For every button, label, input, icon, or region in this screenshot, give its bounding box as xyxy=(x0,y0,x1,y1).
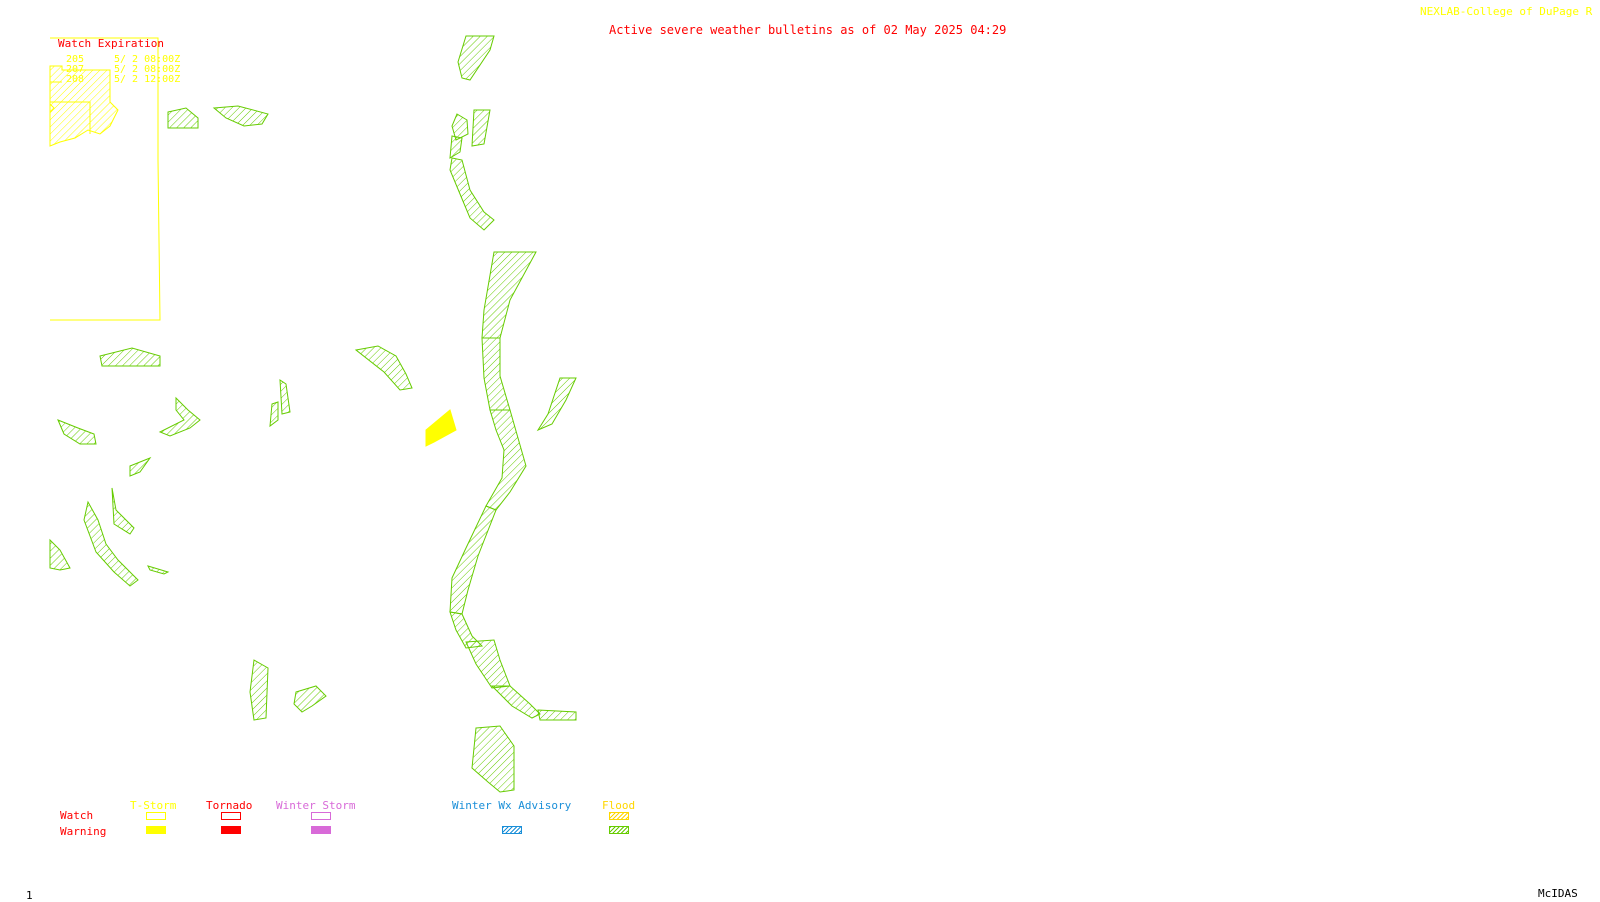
winter-advisory-warning-swatch xyxy=(502,826,522,834)
legend-tstorm-label: T-Storm xyxy=(130,799,177,812)
flood-watch-swatch xyxy=(609,812,629,820)
software-label: McIDAS xyxy=(1538,887,1578,900)
tstorm-warning-polygon xyxy=(425,409,457,447)
legend-winter-storm-label: Winter Storm xyxy=(276,799,356,812)
frame-number: 1 xyxy=(26,889,33,902)
watch-time: 5/ 2 08:00Z xyxy=(114,64,181,75)
watch-id: 205 xyxy=(66,54,85,65)
watch-id: 207 xyxy=(66,64,85,75)
legend-warning-row-label: Warning xyxy=(60,825,107,838)
watch-time: 5/ 2 12:00Z xyxy=(114,74,181,85)
map-title: Active severe weather bulletins as of 02… xyxy=(609,23,1007,37)
flood-watch-areas xyxy=(49,65,119,147)
watch-expiration-title: Watch Expiration xyxy=(58,37,164,50)
winter-storm-watch-swatch xyxy=(311,812,331,820)
tstorm-warning-swatch xyxy=(146,826,166,834)
legend-flood-label: Flood xyxy=(602,799,636,812)
watch-time: 5/ 2 08:00Z xyxy=(114,54,181,65)
tstorm-watch-box xyxy=(50,37,161,321)
watch-id: 208 xyxy=(66,74,85,85)
legend-watch-row-label: Watch xyxy=(60,809,94,822)
tstorm-watch-swatch xyxy=(146,812,166,820)
tornado-watch-swatch xyxy=(221,812,241,820)
winter-storm-warning-swatch xyxy=(311,826,331,834)
credit-label: NEXLAB-College of DuPage R xyxy=(1420,5,1593,18)
flood-warning-areas xyxy=(49,35,577,793)
legend-winter-advisory-label: Winter Wx Advisory xyxy=(452,799,572,812)
tornado-warning-swatch xyxy=(221,826,241,834)
flood-warning-swatch xyxy=(609,826,629,834)
legend-tornado-label: Tornado xyxy=(206,799,253,812)
